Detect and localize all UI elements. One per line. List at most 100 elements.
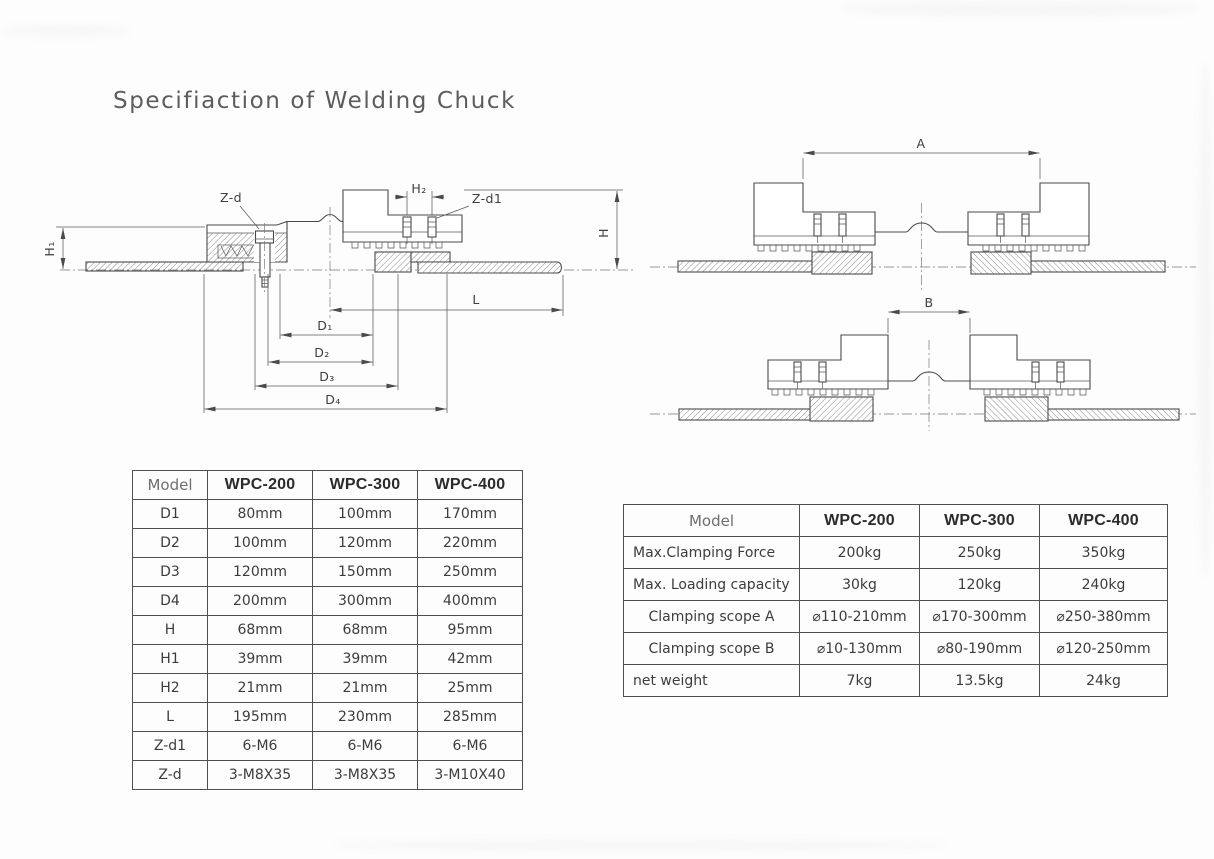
section-drawing-svg: H₂ Z-d Z-d1 H H₁ L D₁ D₂ [42, 181, 636, 413]
table-cell: 39mm [207, 644, 313, 674]
table-cell: ⌀80-190mm [919, 632, 1040, 665]
row-label: L [132, 702, 208, 732]
row-label: Z-d [132, 760, 208, 790]
column-header: WPC-300 [312, 470, 418, 500]
table-cell: 170mm [417, 499, 523, 529]
model-header: Model [132, 470, 208, 500]
dim-label-z-d: Z-d [220, 190, 242, 205]
table-cell: 285mm [417, 702, 523, 732]
table-cell: 350kg [1039, 536, 1168, 569]
table-cell: 13.5kg [919, 664, 1040, 697]
scan-artifact [0, 26, 130, 36]
open-jaws-geometry [650, 182, 1196, 290]
table-cell: 250kg [919, 536, 1040, 569]
dim-label-d1: D₁ [317, 318, 332, 333]
scan-artifact [330, 840, 950, 850]
table-cell: 120mm [312, 528, 418, 558]
column-header: WPC-400 [1039, 504, 1168, 537]
table-cell: 80mm [207, 499, 313, 529]
dim-label-z-d1: Z-d1 [472, 191, 502, 206]
table-cell: ⌀110-210mm [799, 600, 920, 633]
row-label: Clamping scope B [623, 632, 800, 665]
table-cell: 24kg [1039, 664, 1168, 697]
table-cell: 100mm [312, 499, 418, 529]
table-cell: 30kg [799, 568, 920, 601]
section-dimensions: H₂ Z-d Z-d1 H H₁ L D₁ D₂ [42, 181, 623, 413]
table-cell: 3-M8X35 [207, 760, 313, 790]
table-cell: 21mm [312, 673, 418, 703]
dim-label-h2: H₂ [411, 181, 426, 196]
table-cell: 95mm [417, 615, 523, 645]
row-label: D1 [132, 499, 208, 529]
table-cell: 3-M8X35 [312, 760, 418, 790]
row-label: net weight [623, 664, 800, 697]
table-cell: 250mm [417, 557, 523, 587]
row-label: D4 [132, 586, 208, 616]
table-cell: 25mm [417, 673, 523, 703]
section-geometry [60, 189, 636, 318]
table-cell: 6-M6 [417, 731, 523, 761]
table-cell: 6-M6 [207, 731, 313, 761]
table-cell: 6-M6 [312, 731, 418, 761]
closed-jaws-geometry [650, 334, 1196, 431]
column-header: WPC-400 [417, 470, 523, 500]
row-label: Max.Clamping Force [623, 536, 800, 569]
dimension-b: B [887, 295, 971, 333]
table-cell: 7kg [799, 664, 920, 697]
row-label: D2 [132, 528, 208, 558]
table-cell: 230mm [312, 702, 418, 732]
table-cell: ⌀170-300mm [919, 600, 1040, 633]
table-cell: 200mm [207, 586, 313, 616]
row-label: H [132, 615, 208, 645]
dim-label-d2: D₂ [314, 345, 329, 360]
table-cell: 220mm [417, 528, 523, 558]
table-row: Clamping scope B⌀10-130mm⌀80-190mm⌀120-2… [623, 632, 1168, 665]
dim-label-l: L [472, 292, 479, 307]
table-cell: 120mm [207, 557, 313, 587]
table-cell: 21mm [207, 673, 313, 703]
table-cell: ⌀120-250mm [1039, 632, 1168, 665]
dimension-a: A [802, 136, 1041, 179]
scan-artifact [1198, 60, 1212, 580]
row-label: Max. Loading capacity [623, 568, 800, 601]
table-cell: 200kg [799, 536, 920, 569]
table-cell: ⌀250-380mm [1039, 600, 1168, 633]
table-cell: ⌀10-130mm [799, 632, 920, 665]
table-cell: 240kg [1039, 568, 1168, 601]
table-cell: 300mm [312, 586, 418, 616]
column-header: WPC-200 [799, 504, 920, 537]
table-cell: 42mm [417, 644, 523, 674]
table-cell: 39mm [312, 644, 418, 674]
dim-label-h: H [596, 228, 611, 238]
dim-label-d3: D₃ [319, 369, 334, 384]
dim-label-a: A [917, 136, 926, 151]
dim-label-d4: D₄ [325, 392, 340, 407]
table-cell: 68mm [207, 615, 313, 645]
clamping-scope-b-drawing-svg: B [650, 295, 1196, 431]
clamping-scope-a-drawing-svg: A [650, 136, 1196, 290]
table-row: Clamping scope A⌀110-210mm⌀170-300mm⌀250… [623, 600, 1168, 633]
table-cell: 3-M10X40 [417, 760, 523, 790]
row-label: Clamping scope A [623, 600, 800, 633]
column-header: WPC-200 [207, 470, 313, 500]
page-title: Specifiaction of Welding Chuck [113, 88, 517, 114]
row-label: D3 [132, 557, 208, 587]
row-label: H1 [132, 644, 208, 674]
